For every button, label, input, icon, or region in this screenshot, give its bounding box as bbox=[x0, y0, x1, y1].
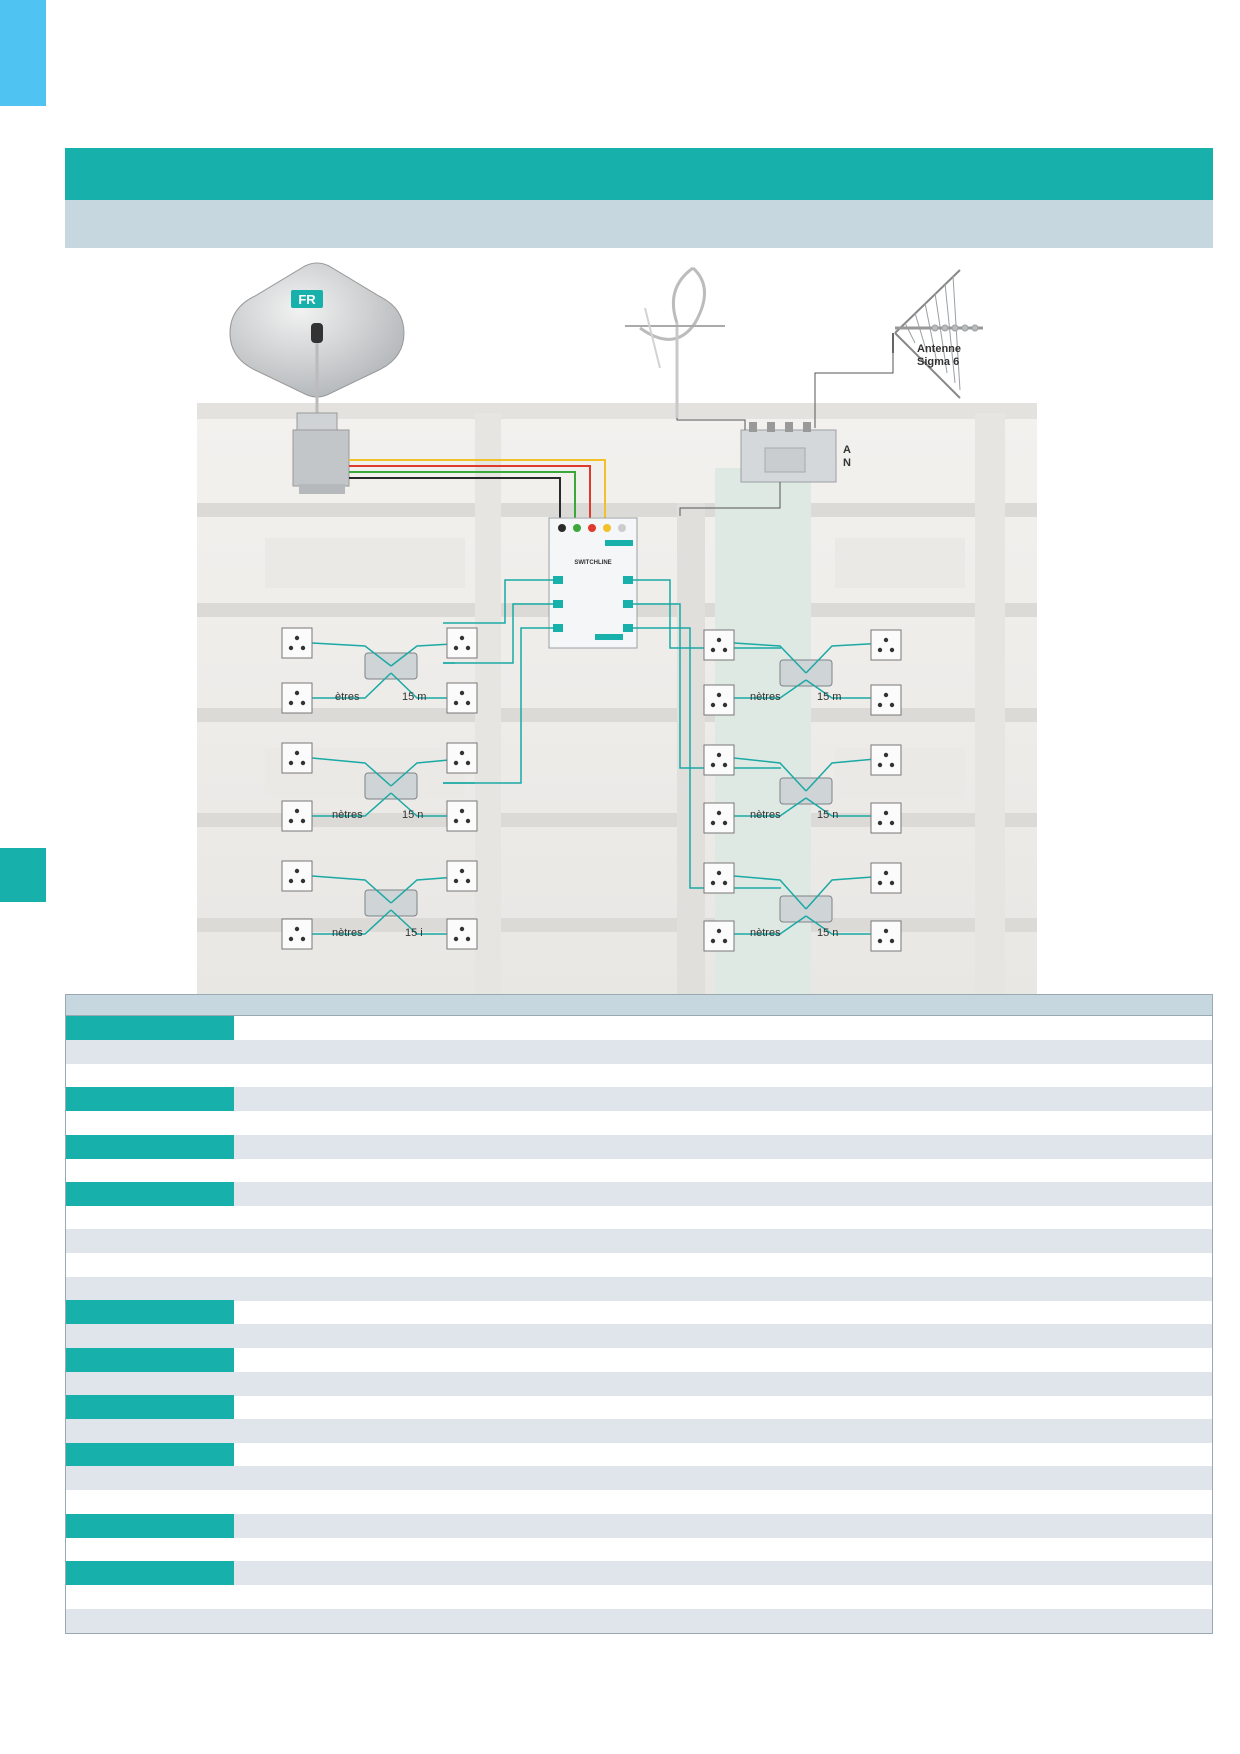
socket bbox=[446, 918, 478, 950]
distance-label: 15 m bbox=[402, 691, 426, 703]
spec-table-row bbox=[66, 1158, 1212, 1182]
spec-table-row bbox=[66, 1063, 1212, 1087]
lnb-cables bbox=[349, 459, 606, 520]
spec-table-row bbox=[66, 1300, 1212, 1325]
spec-table-row bbox=[66, 1537, 1212, 1561]
distance-label: 15 n bbox=[817, 927, 838, 939]
spec-table-row bbox=[66, 1608, 1212, 1633]
spec-row-key bbox=[66, 1181, 234, 1206]
spec-table-row bbox=[66, 1181, 1212, 1206]
antenna-label-line1: Antenne bbox=[917, 343, 961, 355]
socket bbox=[870, 920, 902, 952]
chapter-tab bbox=[0, 0, 46, 106]
spec-row-key bbox=[66, 1087, 234, 1112]
socket bbox=[281, 800, 313, 832]
socket bbox=[446, 742, 478, 774]
spec-table-row bbox=[66, 1466, 1212, 1491]
socket bbox=[281, 918, 313, 950]
spec-table-row bbox=[66, 1111, 1212, 1135]
socket bbox=[281, 742, 313, 774]
socket bbox=[703, 629, 735, 661]
antenna-label-line2: Sigma 6 bbox=[917, 356, 959, 368]
distance-label: nètres bbox=[750, 927, 781, 939]
spec-table-row bbox=[66, 1016, 1212, 1040]
spec-row-key bbox=[66, 1442, 234, 1467]
satellite-dish-icon: FR bbox=[229, 262, 405, 494]
distance-label: nètres bbox=[750, 809, 781, 821]
spec-row-key bbox=[66, 1513, 234, 1538]
dipole-antenna-icon bbox=[625, 266, 725, 418]
wall-socket-icon bbox=[281, 627, 902, 952]
socket bbox=[870, 744, 902, 776]
distance-label: nètres bbox=[332, 927, 363, 939]
spec-row-key bbox=[66, 1300, 234, 1325]
spec-table-row bbox=[66, 1087, 1212, 1112]
distance-label: 15 m bbox=[817, 691, 841, 703]
spec-row-key bbox=[66, 1134, 234, 1159]
distance-label: 15 n bbox=[402, 809, 423, 821]
socket bbox=[703, 802, 735, 834]
spec-table-row bbox=[66, 1276, 1212, 1301]
amplifier-icon bbox=[740, 422, 837, 483]
spec-table-row bbox=[66, 1513, 1212, 1538]
distance-label: 15 n bbox=[817, 809, 838, 821]
distance-label: 15 i bbox=[405, 927, 423, 939]
section-subheader-bar bbox=[65, 200, 1213, 248]
diagram-canvas: FR bbox=[197, 262, 1037, 994]
specification-table bbox=[65, 994, 1213, 1634]
multiswitch-icon: SWITCHLINE bbox=[548, 517, 638, 649]
socket-cables bbox=[311, 642, 887, 935]
spec-table-row bbox=[66, 1371, 1212, 1396]
spec-table-row bbox=[66, 1206, 1212, 1230]
socket bbox=[446, 627, 478, 659]
spec-table-row bbox=[66, 1585, 1212, 1609]
spec-table-row bbox=[66, 1324, 1212, 1349]
spec-table-row bbox=[66, 1561, 1212, 1586]
spec-row-key bbox=[66, 1395, 234, 1420]
uhf-antenna-icon bbox=[892, 269, 983, 399]
distance-label: ètres bbox=[335, 691, 360, 703]
spec-table-row bbox=[66, 1039, 1212, 1064]
spec-row-key bbox=[66, 1561, 234, 1586]
distance-label: nètres bbox=[750, 691, 781, 703]
spec-table-row bbox=[66, 1347, 1212, 1372]
multiswitch-brand: SWITCHLINE bbox=[574, 560, 611, 566]
socket bbox=[446, 682, 478, 714]
spec-table-row bbox=[66, 1490, 1212, 1514]
spec-table-row bbox=[66, 1442, 1212, 1467]
dish-logo: FR bbox=[298, 292, 316, 307]
spec-row-key bbox=[66, 1347, 234, 1372]
socket bbox=[870, 802, 902, 834]
spec-table-row bbox=[66, 1395, 1212, 1420]
socket bbox=[703, 862, 735, 894]
multiswitch-output-cables bbox=[443, 579, 781, 889]
socket bbox=[703, 744, 735, 776]
amplifier-label-line2: N bbox=[843, 457, 851, 469]
amplifier-label-line1: A bbox=[843, 444, 851, 456]
socket bbox=[281, 860, 313, 892]
section-header-bar bbox=[65, 148, 1213, 200]
installation-diagram: FR bbox=[65, 248, 1213, 994]
socket bbox=[703, 684, 735, 716]
spec-table-row bbox=[66, 1229, 1212, 1254]
spec-table-row bbox=[66, 1253, 1212, 1277]
socket bbox=[870, 629, 902, 661]
socket bbox=[281, 627, 313, 659]
spec-table-header bbox=[66, 995, 1212, 1016]
side-index-tab bbox=[0, 848, 46, 902]
spec-row-key bbox=[66, 1016, 234, 1040]
spec-table-row bbox=[66, 1418, 1212, 1443]
distance-label: nètres bbox=[332, 809, 363, 821]
socket bbox=[446, 800, 478, 832]
socket bbox=[703, 920, 735, 952]
socket bbox=[870, 862, 902, 894]
socket bbox=[870, 684, 902, 716]
spec-table-row bbox=[66, 1134, 1212, 1159]
distance-labels: ètres 15 m nètres 15 n nètres 15 i nètre… bbox=[332, 691, 841, 939]
terrestrial-cables bbox=[676, 353, 894, 516]
socket bbox=[446, 860, 478, 892]
socket bbox=[281, 682, 313, 714]
